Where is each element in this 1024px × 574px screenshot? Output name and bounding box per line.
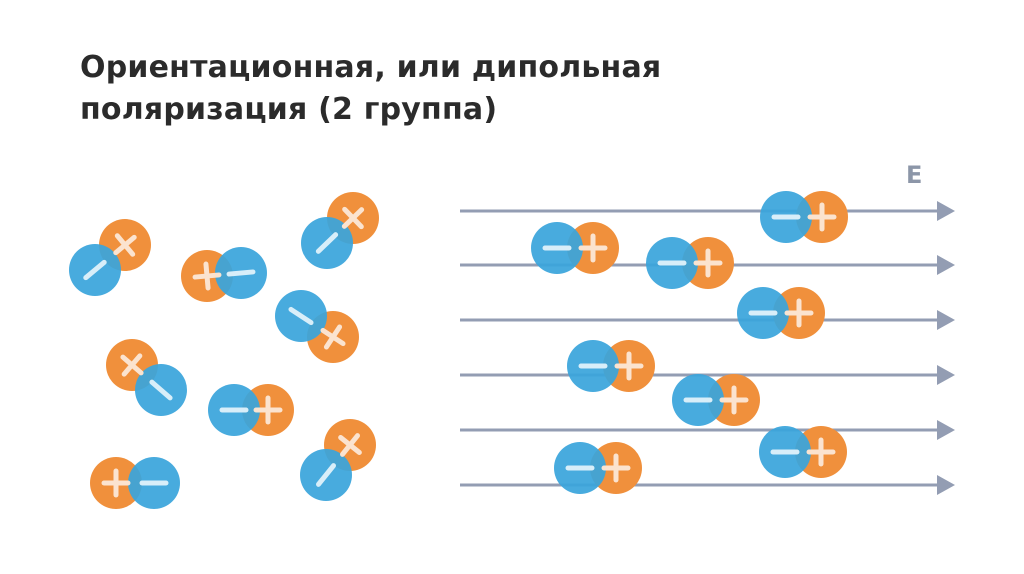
- arrow-right-icon: [937, 201, 955, 221]
- dipole-aligned-3: [646, 237, 734, 289]
- minus-sign-icon: [315, 232, 339, 254]
- field-line-5: [460, 420, 955, 440]
- dipole-aligned-7: [759, 426, 847, 478]
- dipole-aligned-6: [672, 374, 760, 426]
- slide-title: Ориентационная, или дипольная поляризаци…: [80, 47, 980, 131]
- plus-sign-icon: [113, 233, 137, 257]
- dipole-random-8: [300, 419, 376, 501]
- plus-sign-icon: [601, 453, 631, 483]
- dipole-random-5: [106, 339, 187, 416]
- slide-title-line-2: поляризация (2 группа): [80, 92, 498, 127]
- plus-sign-icon: [192, 261, 222, 291]
- plus-sign-icon: [338, 433, 362, 457]
- dipole-random-7: [90, 457, 180, 509]
- plus-sign-icon: [807, 202, 837, 232]
- arrow-right-icon: [937, 255, 955, 275]
- dipole-random-6: [208, 384, 294, 436]
- plus-sign-icon: [578, 233, 608, 263]
- dipole-aligned-5: [567, 340, 655, 392]
- plus-sign-icon: [120, 353, 144, 377]
- plus-sign-icon: [806, 437, 836, 467]
- minus-sign-icon: [149, 379, 173, 401]
- dipole-random-2: [181, 247, 267, 302]
- minus-sign-icon: [316, 463, 336, 487]
- arrow-right-icon: [937, 310, 955, 330]
- dipole-random-1: [69, 219, 151, 296]
- minus-sign-icon: [288, 306, 314, 326]
- plus-sign-icon: [101, 468, 131, 498]
- arrow-right-icon: [937, 365, 955, 385]
- random-dipoles-group: [69, 192, 379, 509]
- plus-sign-icon: [719, 385, 749, 415]
- plus-sign-icon: [693, 248, 723, 278]
- dipole-random-3: [301, 192, 379, 269]
- minus-sign-icon: [83, 259, 107, 281]
- field-line-6: [460, 475, 955, 495]
- dipole-aligned-4: [737, 287, 825, 339]
- minus-sign-icon: [226, 269, 256, 277]
- field-label-e: E: [906, 161, 922, 189]
- dipole-aligned-1: [760, 191, 848, 243]
- dipole-aligned-8: [554, 442, 642, 494]
- slide-title-line-1: Ориентационная, или дипольная: [80, 50, 662, 85]
- dipole-aligned-2: [531, 222, 619, 274]
- arrow-right-icon: [937, 420, 955, 440]
- plus-sign-icon: [614, 351, 644, 381]
- field-line-1: [460, 201, 955, 221]
- plus-sign-icon: [253, 395, 283, 425]
- plus-sign-icon: [341, 206, 365, 230]
- plus-sign-icon: [320, 324, 346, 350]
- plus-sign-icon: [784, 298, 814, 328]
- arrow-right-icon: [937, 475, 955, 495]
- dipole-random-4: [275, 290, 359, 363]
- aligned-dipoles-group: [531, 191, 848, 494]
- field-line-3: [460, 310, 955, 330]
